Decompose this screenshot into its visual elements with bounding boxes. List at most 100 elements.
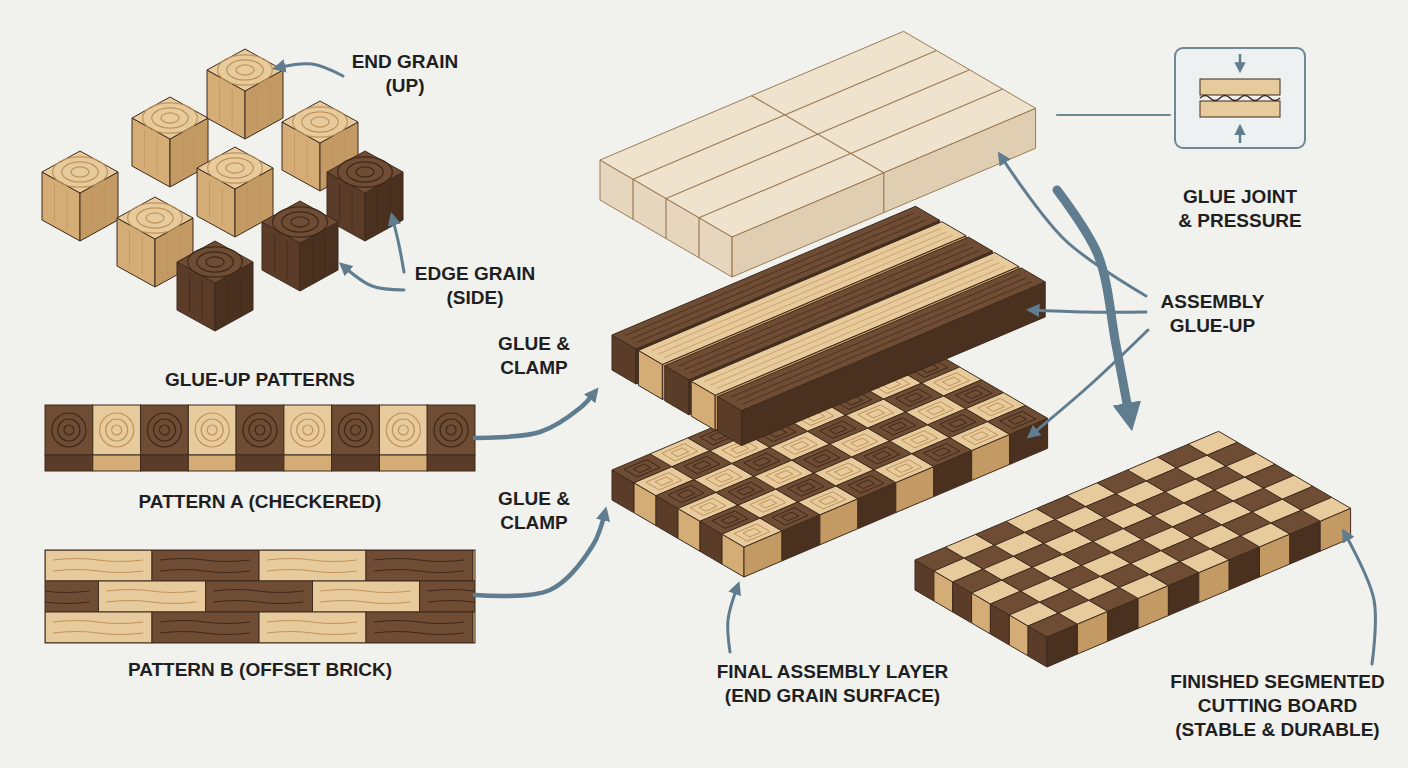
edge-grain-cell <box>427 455 475 471</box>
grain-line <box>312 241 313 279</box>
grain-line <box>195 130 196 168</box>
growth-ring <box>734 524 770 541</box>
assembly-stack: ASSEMBLY GLUE-UP <box>595 28 1057 423</box>
growth-ring <box>671 448 689 457</box>
growth-ring <box>356 167 374 177</box>
growth-ring <box>398 425 408 435</box>
growth-ring <box>58 419 80 441</box>
end-grain-cell <box>427 405 475 455</box>
leader-arrow <box>392 216 404 272</box>
edge-grain-cell <box>93 455 141 471</box>
growth-ring <box>386 413 420 447</box>
growth-ring <box>338 157 393 187</box>
growth-ring <box>227 60 263 80</box>
brick-piece <box>152 612 259 643</box>
growth-ring <box>161 113 179 123</box>
growth-ring <box>721 515 739 524</box>
wood-cubes <box>42 49 403 331</box>
edge-label: GLUE & CLAMP <box>494 332 574 380</box>
node-label: PATTERN A (CHECKERED) <box>45 490 475 514</box>
growth-ring <box>249 419 271 441</box>
flow-arrow <box>475 392 595 438</box>
end-grain-cell <box>284 405 332 455</box>
cube-top-face <box>42 151 118 193</box>
segment-line <box>632 179 633 219</box>
brick-piece <box>45 581 99 612</box>
growth-ring <box>835 467 853 476</box>
grain-line <box>129 230 130 268</box>
growth-ring <box>273 207 328 237</box>
grain-line <box>321 590 411 593</box>
grain-line <box>53 559 143 562</box>
segment-line <box>665 199 666 239</box>
grain-line <box>390 184 391 222</box>
slab-face <box>600 31 1036 237</box>
growth-ring <box>243 413 277 447</box>
end-grain-cell <box>236 405 284 455</box>
leader-arrow <box>1000 155 1146 296</box>
brick-piece <box>366 550 473 581</box>
growth-ring <box>848 476 884 493</box>
growth-ring <box>208 153 263 183</box>
grain-line <box>287 241 288 279</box>
grain-line <box>374 570 464 573</box>
growth-ring <box>775 470 793 479</box>
growth-ring <box>392 419 414 441</box>
growth-ring <box>351 425 361 435</box>
node-label: FINISHED SEGMENTED CUTTING BOARD (STABLE… <box>1165 670 1390 741</box>
growth-ring <box>895 464 913 473</box>
inset-frame <box>1175 48 1305 148</box>
pattern-a-strip <box>45 405 475 471</box>
growth-ring <box>201 419 223 441</box>
growth-ring <box>943 377 961 386</box>
leader-arrow <box>728 585 738 652</box>
edge-grain-cell <box>284 455 332 471</box>
growth-ring <box>440 419 462 441</box>
edge-grain-cell <box>332 455 380 471</box>
growth-ring <box>933 448 951 457</box>
growth-ring <box>53 157 108 187</box>
grain-line <box>374 559 464 562</box>
wood-cube <box>177 241 253 331</box>
end-grain-cell <box>45 405 93 455</box>
label-holder: END GRAIN (UP) <box>345 50 465 98</box>
grain-line <box>232 89 233 127</box>
growth-ring <box>159 425 169 435</box>
grain-line <box>214 590 304 593</box>
grain-line <box>160 632 250 635</box>
growth-ring <box>772 508 808 525</box>
grain-line <box>260 180 261 218</box>
segment-line <box>666 70 970 199</box>
growth-ring <box>128 203 183 233</box>
segment-line <box>699 89 1003 218</box>
edge-grain-cell <box>141 455 189 471</box>
grain-line <box>731 275 1020 397</box>
grain-line <box>160 559 250 562</box>
cube-top-face <box>327 151 403 193</box>
grain-line <box>105 184 106 222</box>
growth-ring <box>218 55 273 85</box>
growth-ring <box>924 443 960 460</box>
grain-line <box>325 234 326 272</box>
grain-line <box>157 137 158 175</box>
end-grain-cell <box>141 405 189 455</box>
grain-line <box>294 134 295 172</box>
finished-board-art <box>915 431 1351 667</box>
grain-line <box>182 137 183 175</box>
grain-line <box>339 184 340 222</box>
growth-ring <box>137 208 173 228</box>
growth-ring <box>797 483 815 492</box>
grain-line <box>219 82 220 120</box>
growth-ring <box>302 112 338 132</box>
segment-line <box>883 173 884 213</box>
grain-line <box>54 184 55 222</box>
label-holder: EDGE GRAIN (SIDE) <box>410 262 540 310</box>
growth-ring <box>226 163 244 173</box>
cube-top-face <box>177 241 253 283</box>
growth-ring <box>819 496 837 505</box>
end-grain-cell <box>379 405 427 455</box>
pattern-strip: PATTERN B (OFFSET BRICK) <box>45 550 475 682</box>
callout-label: END GRAIN (UP) <box>345 50 465 98</box>
edge-label-holder: GLUE & CLAMP <box>492 330 576 382</box>
growth-ring <box>106 419 128 441</box>
